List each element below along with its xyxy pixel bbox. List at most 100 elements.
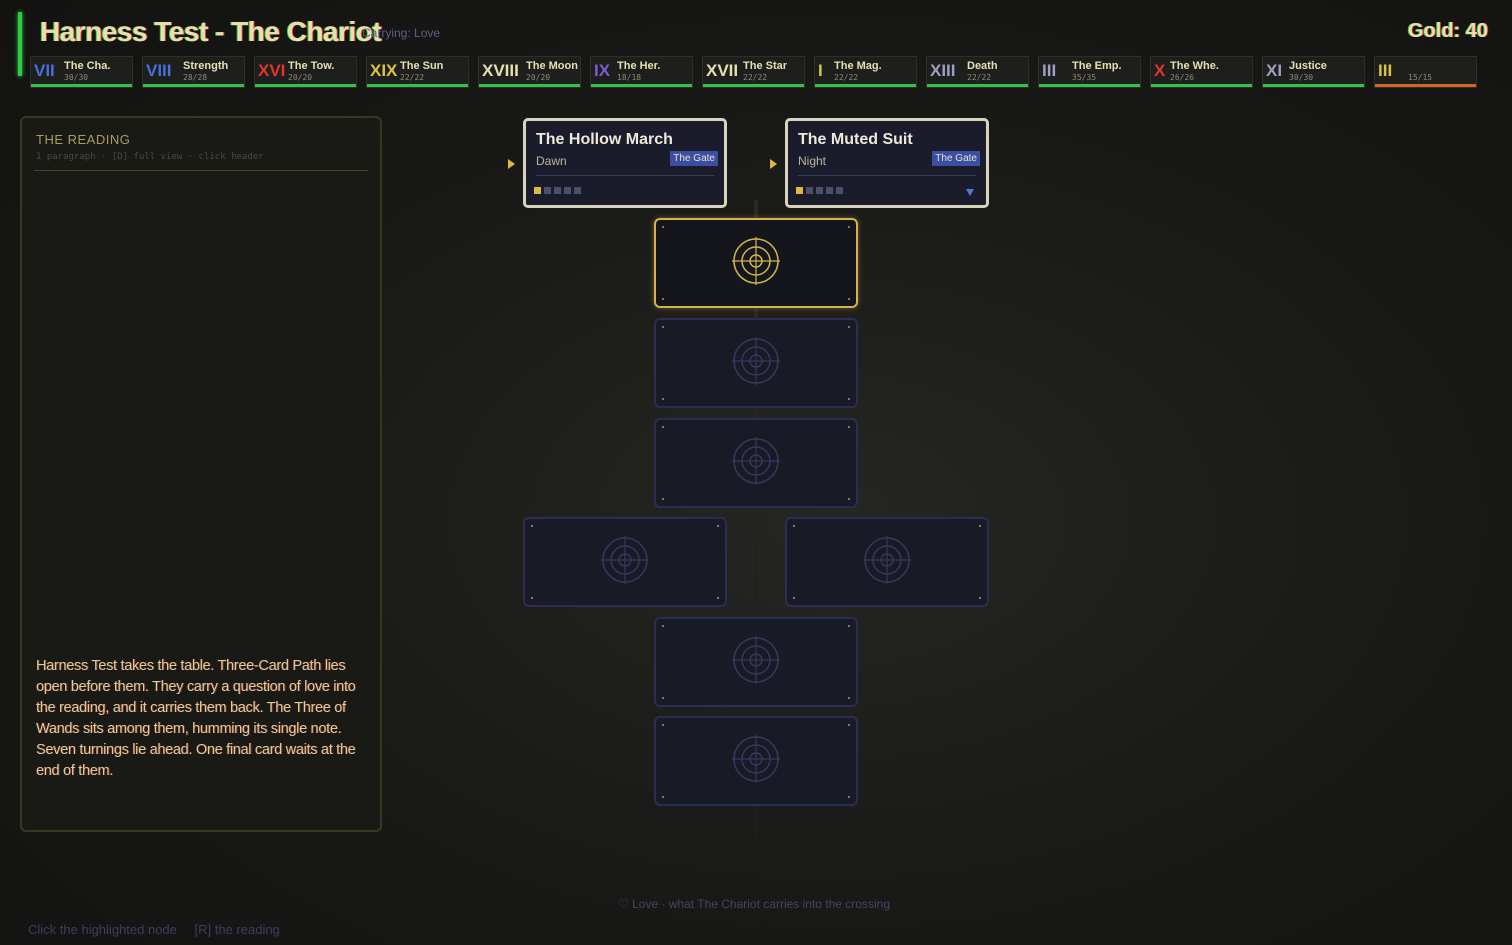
party-hp: 28/28 <box>183 73 208 82</box>
progress-pip <box>544 187 551 194</box>
progress-pip <box>554 187 561 194</box>
corner-dot <box>793 597 795 599</box>
hp-bar <box>1151 84 1252 87</box>
divider <box>34 170 368 171</box>
arcana-numeral: X <box>1154 61 1166 80</box>
corner-dot <box>717 597 719 599</box>
target-icon <box>601 536 649 588</box>
party-name: The Tow. <box>288 60 335 72</box>
party-hp: 20/20 <box>288 73 313 82</box>
arcana-numeral: IX <box>594 61 611 80</box>
carrying-label: Carrying: Love <box>362 26 441 40</box>
progress-pip <box>574 187 581 194</box>
path-node <box>654 716 858 806</box>
corner-dot <box>848 426 850 428</box>
party-name: The Star <box>743 60 788 72</box>
corner-dot <box>848 724 850 726</box>
corner-dot <box>848 226 850 228</box>
choice-card[interactable]: The Muted Suit Night The Gate <box>785 118 989 208</box>
party-card[interactable]: III The Emp.35/35 <box>1038 56 1141 88</box>
arcana-numeral: XI <box>1266 61 1283 80</box>
corner-dot <box>848 298 850 300</box>
arcana-numeral: VIII <box>146 61 172 80</box>
arcana-numeral: XVIII <box>482 61 519 80</box>
corner-dot <box>848 498 850 500</box>
hp-bar <box>1263 84 1364 87</box>
choice-card[interactable]: The Hollow March Dawn The Gate <box>523 118 727 208</box>
target-icon <box>732 735 780 787</box>
divider <box>798 175 976 176</box>
corner-dot <box>848 796 850 798</box>
reading-header[interactable]: THE READING <box>36 132 131 147</box>
progress-pip <box>826 187 833 194</box>
reading-panel: THE READING 1 paragraph · [D] full view … <box>20 116 382 832</box>
arcana-numeral: I <box>818 61 823 80</box>
corner-dot <box>531 525 533 527</box>
corner-dot <box>662 426 664 428</box>
choice-pips <box>796 187 843 194</box>
corner-dot <box>531 597 533 599</box>
title-accent <box>18 12 22 76</box>
hint-text: Click the highlighted node <box>28 922 177 937</box>
path-node-current[interactable] <box>654 218 858 308</box>
target-icon <box>732 337 780 389</box>
divider <box>536 175 714 176</box>
arcana-numeral: XIX <box>370 61 398 80</box>
path-spine <box>754 200 758 840</box>
progress-pip <box>564 187 571 194</box>
corner-dot <box>662 398 664 400</box>
progress-pip <box>806 187 813 194</box>
hp-bar <box>367 84 468 87</box>
choice-badge: The Gate <box>932 151 980 166</box>
corner-dot <box>717 525 719 527</box>
party-name: The Cha. <box>64 60 111 72</box>
path-node <box>785 517 989 607</box>
party-name: The Sun <box>400 60 444 72</box>
corner-dot <box>662 226 664 228</box>
arcana-numeral: III <box>1042 61 1057 80</box>
carry-footer: ♡ Love · what The Chariot carries into t… <box>618 897 890 911</box>
corner-dot <box>662 498 664 500</box>
reading-text: Harness Test takes the table. Three-Card… <box>36 658 356 779</box>
hp-bar <box>1375 84 1476 87</box>
corner-dot <box>979 525 981 527</box>
progress-pip <box>816 187 823 194</box>
chevron-down-icon <box>966 189 974 196</box>
arcana-numeral: XVII <box>706 61 739 80</box>
corner-dot <box>848 697 850 699</box>
path-node <box>523 517 727 607</box>
party-hp: 35/35 <box>1072 73 1097 82</box>
hp-bar <box>255 84 356 87</box>
corner-dot <box>793 525 795 527</box>
target-icon <box>732 636 780 688</box>
party-hp: 30/30 <box>1289 73 1314 82</box>
corner-dot <box>848 326 850 328</box>
corner-dot <box>662 697 664 699</box>
corner-dot <box>662 298 664 300</box>
party-name: The Emp. <box>1072 60 1122 72</box>
corner-dot <box>662 625 664 627</box>
hp-bar <box>31 84 132 87</box>
path-node <box>654 418 858 508</box>
hp-bar <box>927 84 1028 87</box>
party-name: The Her. <box>617 60 661 72</box>
corner-dot <box>662 724 664 726</box>
target-icon <box>732 437 780 489</box>
choice-pips <box>534 187 581 194</box>
progress-pip <box>836 187 843 194</box>
hp-bar <box>143 84 244 87</box>
arrow-icon <box>508 159 515 169</box>
